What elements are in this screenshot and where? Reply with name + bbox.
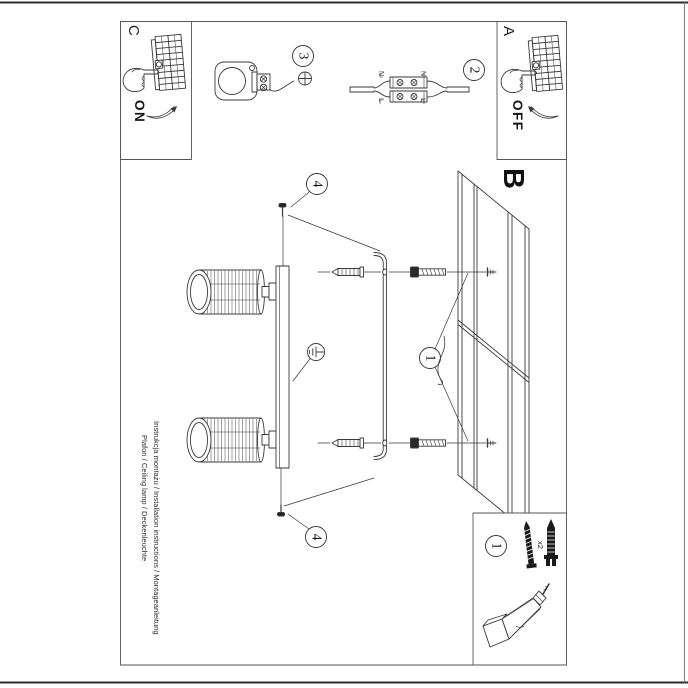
ceiling-panels — [457, 170, 530, 534]
step-4-number-top: 4 — [310, 180, 325, 188]
canopy-screw-bottom — [277, 467, 375, 517]
panel-a-label: A — [500, 26, 517, 37]
lamp-body — [186, 265, 290, 469]
leader-step1-top — [434, 272, 469, 350]
on-label: ON — [132, 100, 147, 124]
panel-a-box — [496, 21, 567, 160]
mains-cable — [437, 335, 446, 386]
step-3-circle — [292, 45, 314, 67]
canopy-plate — [275, 265, 290, 469]
step-2-circle — [463, 59, 485, 81]
drill-icon — [482, 583, 550, 648]
kit-screw-icon — [524, 521, 537, 569]
mounting-row-top — [317, 266, 497, 278]
step-4-number-bottom: 4 — [309, 533, 324, 541]
terminal-n-right: N — [419, 71, 426, 77]
leader-step4-top — [290, 191, 310, 208]
panel-c-label: C — [125, 25, 142, 36]
step-1-number: 1 — [423, 354, 438, 362]
terminal-l-left: L — [377, 98, 384, 102]
canopy-screw-top — [278, 203, 381, 267]
terminal-l-right: L — [419, 98, 426, 102]
footer-line-1: Instrukcja montażu / Installation instru… — [152, 421, 161, 635]
socket-assembly — [214, 61, 295, 101]
kit-anchor-icon — [544, 519, 558, 566]
sheet-frame — [120, 21, 567, 666]
socket-wire — [269, 80, 295, 92]
footer-line-2: Plafon / Ceiling lamp / Deckenleuchte — [140, 435, 149, 562]
wire-connector — [349, 72, 470, 105]
panel-c-box — [120, 21, 192, 160]
step-3-number: 3 — [296, 52, 311, 60]
off-label: OFF — [510, 100, 525, 132]
step-2-number: 2 — [467, 66, 482, 74]
panel-b-label: B — [497, 168, 529, 189]
leader-step4-bottom — [287, 513, 310, 530]
parts-step-circle — [485, 535, 507, 557]
terminal-n-left: N — [377, 71, 384, 77]
kit-quantity-label: x2 — [536, 541, 545, 549]
footer-text: Instrukcja montażu / Installation instru… — [138, 421, 162, 635]
ground-symbol-icon — [292, 343, 325, 382]
screw-head-icon — [298, 71, 312, 86]
parts-step-number: 1 — [489, 542, 504, 550]
mounting-bracket — [373, 252, 388, 460]
step-4-circle-bottom — [305, 526, 327, 548]
mounting-row-bottom — [317, 437, 497, 449]
step-4-circle-top — [306, 173, 328, 195]
